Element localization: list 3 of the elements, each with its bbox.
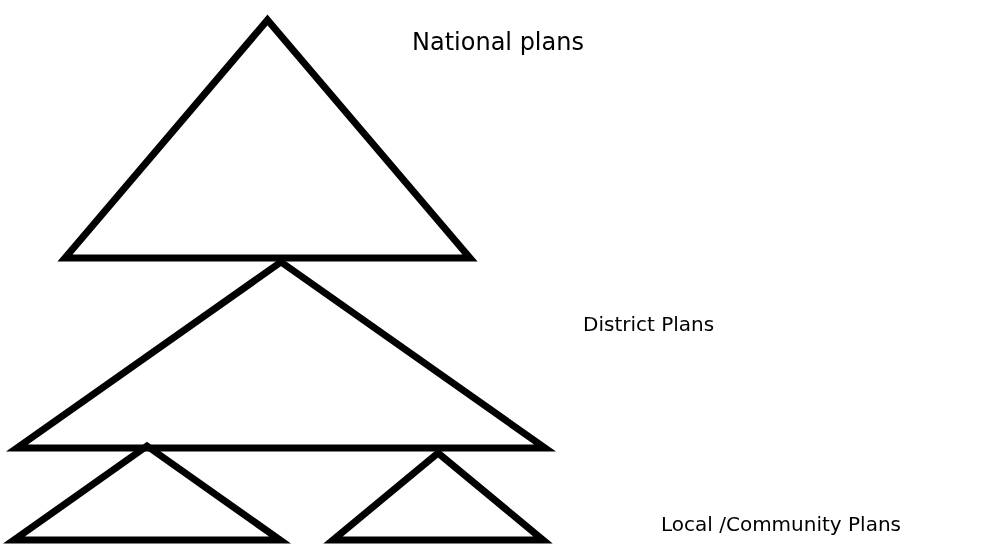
level-caption: District Plans bbox=[583, 312, 715, 336]
level-caption: National plans bbox=[412, 28, 584, 56]
level-caption: Local /Community Plans bbox=[661, 512, 901, 536]
